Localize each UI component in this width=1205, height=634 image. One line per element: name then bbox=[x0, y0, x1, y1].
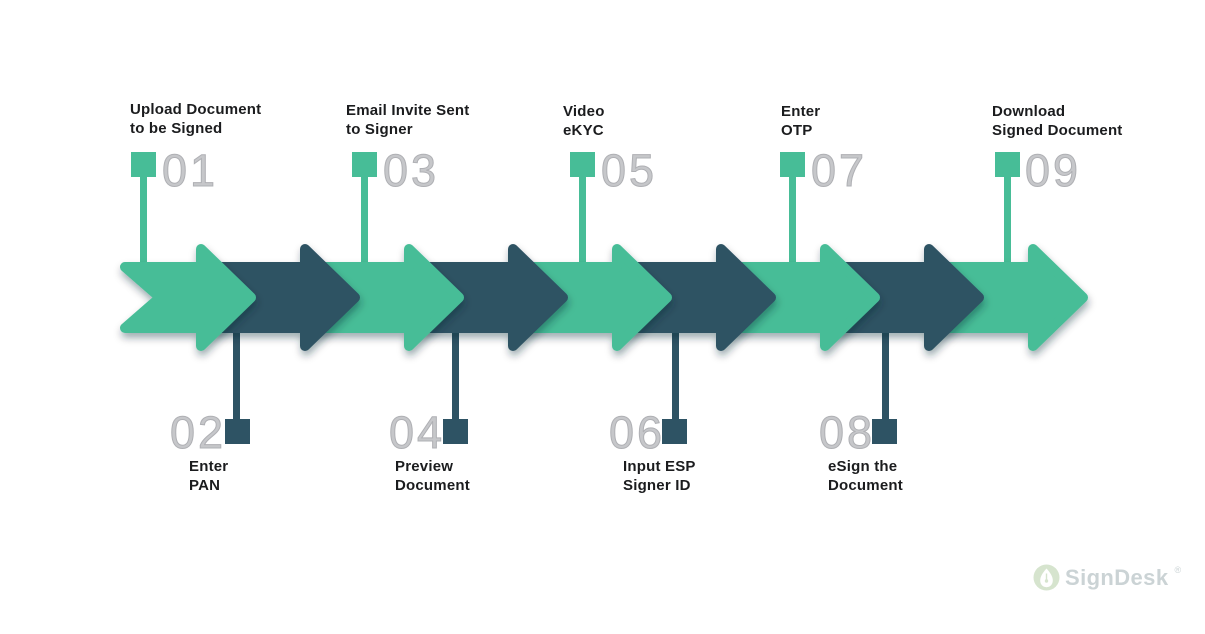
step-05-number: 05 bbox=[600, 145, 658, 196]
step-08-label: eSign the Document bbox=[828, 458, 903, 494]
marker-step-01 bbox=[131, 152, 156, 177]
step-09-number: 09 bbox=[1024, 145, 1082, 196]
step-06-number: 06 bbox=[609, 407, 666, 458]
marker-step-06 bbox=[662, 419, 687, 444]
step-05-label: Video eKYC bbox=[563, 103, 605, 139]
step-02-number: 02 bbox=[170, 407, 227, 458]
marker-step-08 bbox=[872, 419, 897, 444]
step-08-number: 08 bbox=[819, 407, 876, 458]
stem-step-02 bbox=[233, 328, 240, 422]
pen-nib-icon bbox=[1033, 564, 1060, 591]
stem-step-09 bbox=[1004, 170, 1011, 270]
marker-step-03 bbox=[352, 152, 377, 177]
marker-step-04 bbox=[443, 419, 468, 444]
stem-step-05 bbox=[579, 170, 586, 270]
step-02-label: Enter PAN bbox=[189, 458, 229, 494]
stem-step-03 bbox=[361, 170, 368, 270]
step-07-label: Enter OTP bbox=[781, 103, 821, 139]
registered-trademark-symbol: ® bbox=[1174, 564, 1182, 575]
marker-step-07 bbox=[780, 152, 805, 177]
step-07-number: 07 bbox=[810, 145, 868, 196]
step-04-label: Preview Document bbox=[395, 458, 470, 494]
signdesk-logo: SignDesk ® bbox=[1033, 564, 1182, 591]
stem-step-01 bbox=[140, 170, 147, 270]
step-09-label: Download Signed Document bbox=[992, 103, 1123, 139]
stem-step-06 bbox=[672, 328, 679, 422]
marker-step-02 bbox=[225, 419, 250, 444]
step-06-label: Input ESP Signer ID bbox=[623, 458, 696, 494]
stem-step-07 bbox=[789, 170, 796, 270]
step-01-number: 01 bbox=[161, 145, 219, 196]
logo-wordmark: SignDesk bbox=[1065, 564, 1169, 590]
step-01-label: Upload Document to be Signed bbox=[130, 101, 262, 137]
step-04-number: 04 bbox=[389, 407, 446, 458]
stem-step-04 bbox=[452, 328, 459, 422]
step-03-number: 03 bbox=[382, 145, 440, 196]
arrow-step-01 bbox=[120, 244, 256, 351]
step-03-label: Email Invite Sent to Signer bbox=[346, 102, 470, 138]
stem-step-08 bbox=[882, 328, 889, 422]
marker-step-09 bbox=[995, 152, 1020, 177]
marker-step-05 bbox=[570, 152, 595, 177]
